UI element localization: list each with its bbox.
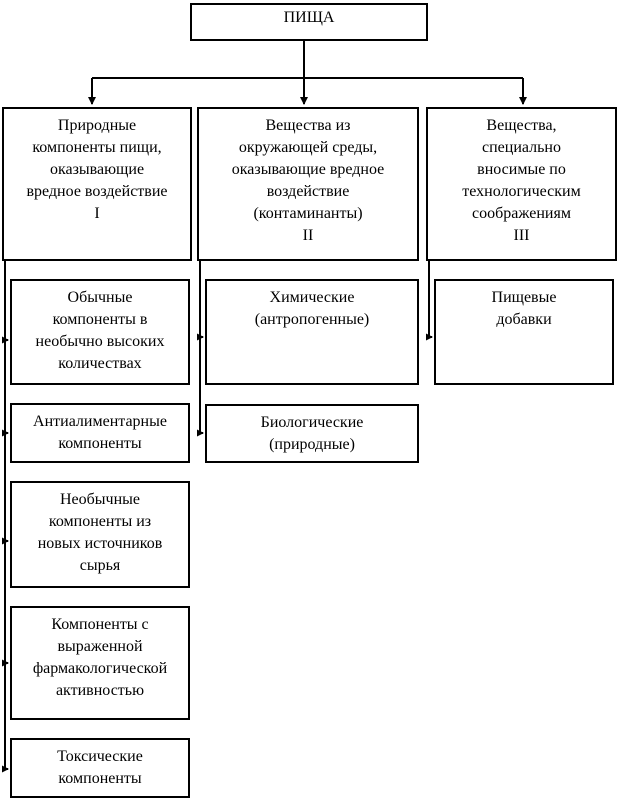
- subcategory-line: количествах: [58, 355, 142, 372]
- category-3-line-4: технологическим: [462, 183, 581, 200]
- subcategory-line: компоненты: [58, 770, 142, 787]
- subcategory-pharmacological-activity: Компоненты с выраженной фармакологическо…: [10, 606, 190, 720]
- subcategory-line: компоненты из: [48, 513, 152, 530]
- subcategory-normal-components-high-amounts: Обычные компоненты в необычно высоких ко…: [10, 279, 190, 385]
- category-2-roman-numeral: II: [302, 227, 314, 244]
- subcategory-line: необычно высоких: [35, 333, 165, 350]
- subcategory-line: добавки: [496, 311, 552, 328]
- subcategory-line: выраженной: [57, 638, 143, 655]
- category-3-line-2: специально: [482, 139, 561, 156]
- category-2-line-4: воздействие: [266, 183, 350, 200]
- category-2-line-5: (контаминанты): [253, 205, 363, 222]
- category-2-line-2: окружающей среды,: [238, 139, 378, 156]
- root-label: ПИЩА: [283, 9, 335, 26]
- category-3-line-3: вносимые по: [477, 161, 566, 178]
- category-2-line-3: оказывающие вредное: [231, 161, 385, 178]
- subcategory-line: Компоненты с: [51, 616, 149, 633]
- subcategory-line: компоненты в: [52, 311, 148, 328]
- subcategory-line: активностью: [55, 682, 145, 699]
- category-natural-components-box: Природные компоненты пищи, оказывающие в…: [2, 107, 192, 261]
- subcategory-line: Токсические: [57, 748, 143, 765]
- subcategory-line: компоненты: [58, 435, 142, 452]
- category-1-line-1: Природные: [57, 117, 137, 134]
- category-3-line-5: соображениям: [472, 205, 571, 222]
- subcategory-line: Обычные: [67, 289, 133, 306]
- category-2-line-1: Вещества из: [265, 117, 351, 134]
- category-1-roman-numeral: I: [94, 205, 100, 222]
- category-1-line-2: компоненты пищи,: [32, 139, 162, 156]
- subcategory-line: Необычные: [59, 491, 140, 508]
- subcategory-antialimentary-components: Антиалиментарные компоненты: [10, 403, 190, 463]
- subcategory-line: (антропогенные): [254, 311, 370, 328]
- subcategory-toxic-components: Токсические компоненты: [10, 738, 190, 798]
- root-food-box: ПИЩА: [190, 3, 428, 41]
- subcategory-line: новых источников: [37, 535, 163, 552]
- category-3-roman-numeral: III: [513, 227, 530, 244]
- subcategory-line: Пищевые: [491, 289, 557, 306]
- category-technological-additives-box: Вещества, специально вносимые по техноло…: [426, 107, 617, 261]
- category-3-line-1: Вещества,: [486, 117, 557, 134]
- subcategory-line: фармакологической: [32, 660, 168, 677]
- subcategory-line: (природные): [269, 436, 355, 453]
- category-environmental-contaminants-box: Вещества из окружающей среды, оказывающи…: [197, 107, 419, 261]
- subcategory-line: Антиалиментарные: [33, 413, 167, 430]
- category-1-line-4: вредное воздействие: [26, 183, 168, 200]
- category-1-line-3: оказывающие: [49, 161, 145, 178]
- subcategory-line: сырья: [79, 557, 121, 574]
- subcategory-chemical-anthropogenic: Химические (антропогенные): [205, 279, 419, 385]
- subcategory-biological-natural: Биологические (природные): [205, 404, 419, 463]
- subcategory-food-additives: Пищевые добавки: [434, 279, 614, 385]
- subcategory-unusual-components-new-sources: Необычные компоненты из новых источников…: [10, 481, 190, 588]
- subcategory-line: Химические: [269, 289, 355, 306]
- subcategory-line: Биологические: [260, 414, 364, 431]
